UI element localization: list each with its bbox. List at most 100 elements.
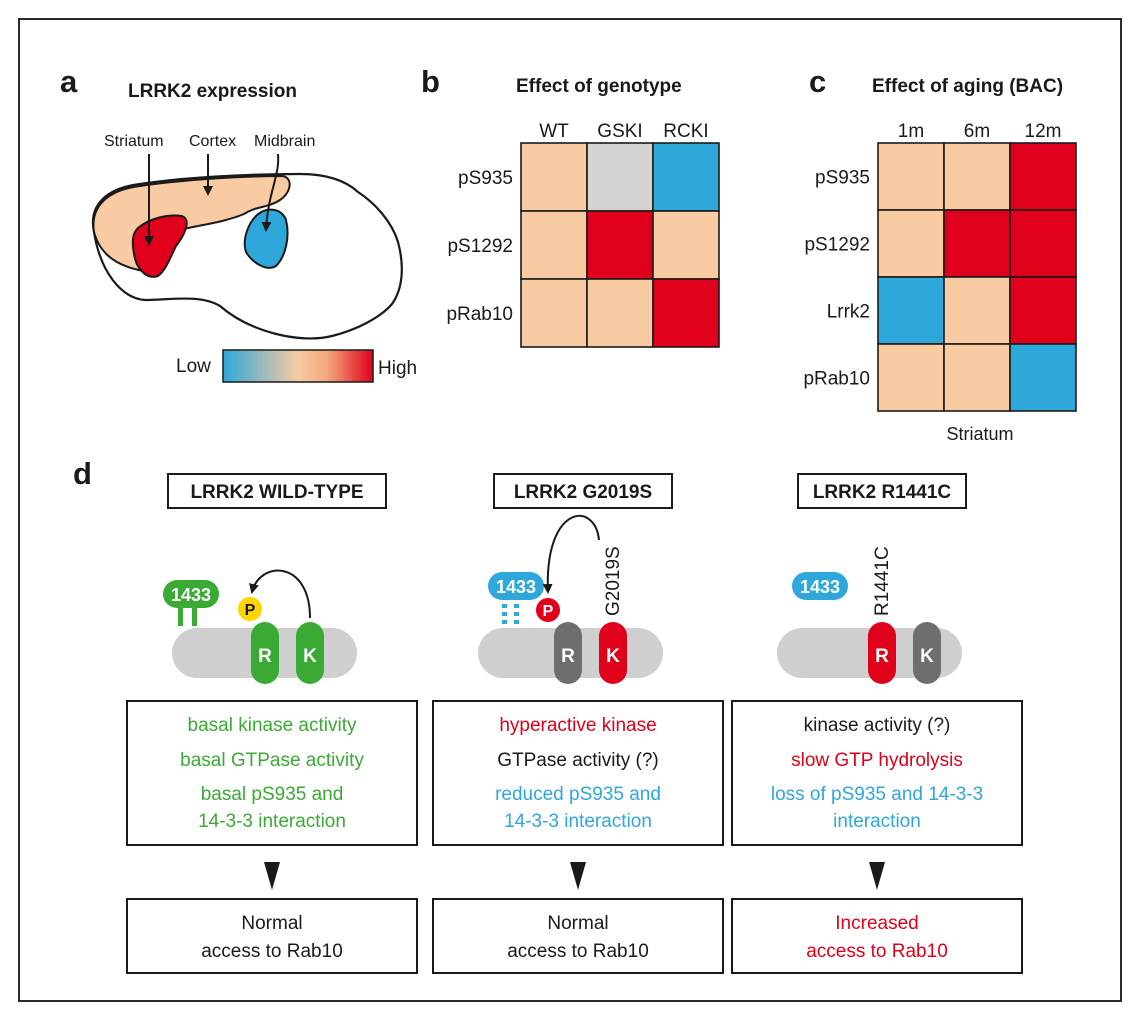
down-arrow-triangle: [869, 862, 885, 890]
partner-14-3-3-label: 1433: [800, 577, 840, 597]
heatmap-cell: [1009, 209, 1077, 278]
row-label: pS935: [815, 168, 870, 189]
heatmap-cell: [943, 343, 1011, 412]
midbrain-label: Midbrain: [254, 133, 315, 150]
heatmap-cell: [877, 343, 945, 412]
panel-b-letter: b: [421, 64, 440, 99]
row-label: pS935: [458, 168, 513, 189]
row-label: pS1292: [447, 236, 513, 257]
activity-line: basal GTPase activity: [180, 750, 364, 771]
heatmap-cell: [943, 142, 1011, 211]
phospho-site-label: P: [245, 602, 256, 619]
kinase-domain-label: K: [606, 646, 620, 667]
panel-a-title: LRRK2 expression: [128, 81, 297, 102]
row-label: pRab10: [803, 369, 870, 390]
partner-14-3-3-label: 1433: [171, 585, 211, 605]
weakened-binding-dash: [514, 620, 519, 624]
panel-c-title: Effect of aging (BAC): [872, 76, 1063, 97]
weakened-binding-dash: [502, 612, 507, 616]
kinase-domain: [296, 622, 324, 684]
midbrain-arrow: [261, 153, 280, 232]
panel-c-letter: c: [809, 64, 826, 99]
outcome-box: [126, 898, 418, 974]
weakened-binding-dash: [502, 620, 507, 624]
variant-title-box: [493, 473, 673, 509]
weakened-binding-dash: [514, 604, 519, 608]
mutation-label: R1441C: [872, 546, 893, 616]
outcome-box: [731, 898, 1023, 974]
outcome-line: Normal: [241, 913, 302, 934]
phospho-site: [238, 597, 262, 621]
activity-description-box: [432, 700, 724, 846]
activity-line: slow GTP hydrolysis: [791, 750, 963, 771]
autophosphorylation-arrow: [249, 569, 311, 619]
striatum-region: [131, 214, 188, 278]
heatmap-cell: [877, 209, 945, 278]
roc-domain-label: R: [875, 646, 889, 667]
activity-line: reduced pS935 and: [495, 784, 661, 805]
down-arrow-triangle: [264, 862, 280, 890]
column-label: WT: [539, 121, 569, 142]
legend-gradient-bar: [222, 349, 374, 383]
outcome-line: access to Rab10: [507, 941, 649, 962]
partner-14-3-3-pill: [792, 572, 848, 600]
panel-d-letter: d: [73, 456, 92, 491]
heatmap-cell: [1009, 142, 1077, 211]
heatmap-cell: [652, 210, 720, 280]
activity-line: loss of pS935 and 14-3-3: [771, 784, 983, 805]
outcome-line: access to Rab10: [201, 941, 343, 962]
column-label: RCKI: [663, 121, 708, 142]
striatum-footer: Striatum: [946, 424, 1013, 444]
partner-binding-stem: [192, 604, 197, 626]
heatmap-cell: [943, 276, 1011, 345]
activity-line: interaction: [833, 811, 921, 832]
panel-a-letter: a: [60, 64, 78, 99]
heatmap-cell: [1009, 276, 1077, 345]
activity-description-box: [126, 700, 418, 846]
activity-line: basal kinase activity: [188, 715, 357, 736]
variant-title-box: [167, 473, 387, 509]
heatmap-cell: [943, 209, 1011, 278]
activity-description-box: [731, 700, 1023, 846]
phospho-site-label: P: [543, 603, 554, 620]
row-label: pRab10: [446, 304, 513, 325]
activity-line: kinase activity (?): [804, 715, 951, 736]
kinase-domain: [913, 622, 941, 684]
heatmap-cell: [520, 278, 588, 348]
column-label: 6m: [964, 121, 990, 142]
outcome-line: Increased: [835, 913, 918, 934]
cortex-label: Cortex: [189, 133, 236, 150]
autophosphorylation-arrow: [542, 515, 600, 594]
variant-title-box: [797, 473, 967, 509]
heatmap-cell: [586, 278, 654, 348]
outcome-line: Normal: [547, 913, 608, 934]
phospho-site: [536, 598, 560, 622]
kinase-domain-label: K: [920, 646, 934, 667]
partner-14-3-3-label: 1433: [496, 577, 536, 597]
heatmap-cell: [586, 142, 654, 212]
midbrain-region: [243, 208, 289, 269]
partner-binding-stem: [178, 604, 183, 626]
down-arrow-triangle: [570, 862, 586, 890]
roc-domain: [251, 622, 279, 684]
activity-line: 14-3-3 interaction: [198, 811, 346, 832]
heatmap-cell: [586, 210, 654, 280]
kinase-domain: [599, 622, 627, 684]
heatmap-cell: [520, 210, 588, 280]
column-label: GSKI: [597, 121, 642, 142]
partner-14-3-3-pill: [163, 580, 219, 608]
outcome-line: access to Rab10: [806, 941, 948, 962]
weakened-binding-dash: [514, 612, 519, 616]
heatmap-cell: [520, 142, 588, 212]
weakened-binding-dash: [502, 604, 507, 608]
roc-domain-label: R: [258, 646, 272, 667]
